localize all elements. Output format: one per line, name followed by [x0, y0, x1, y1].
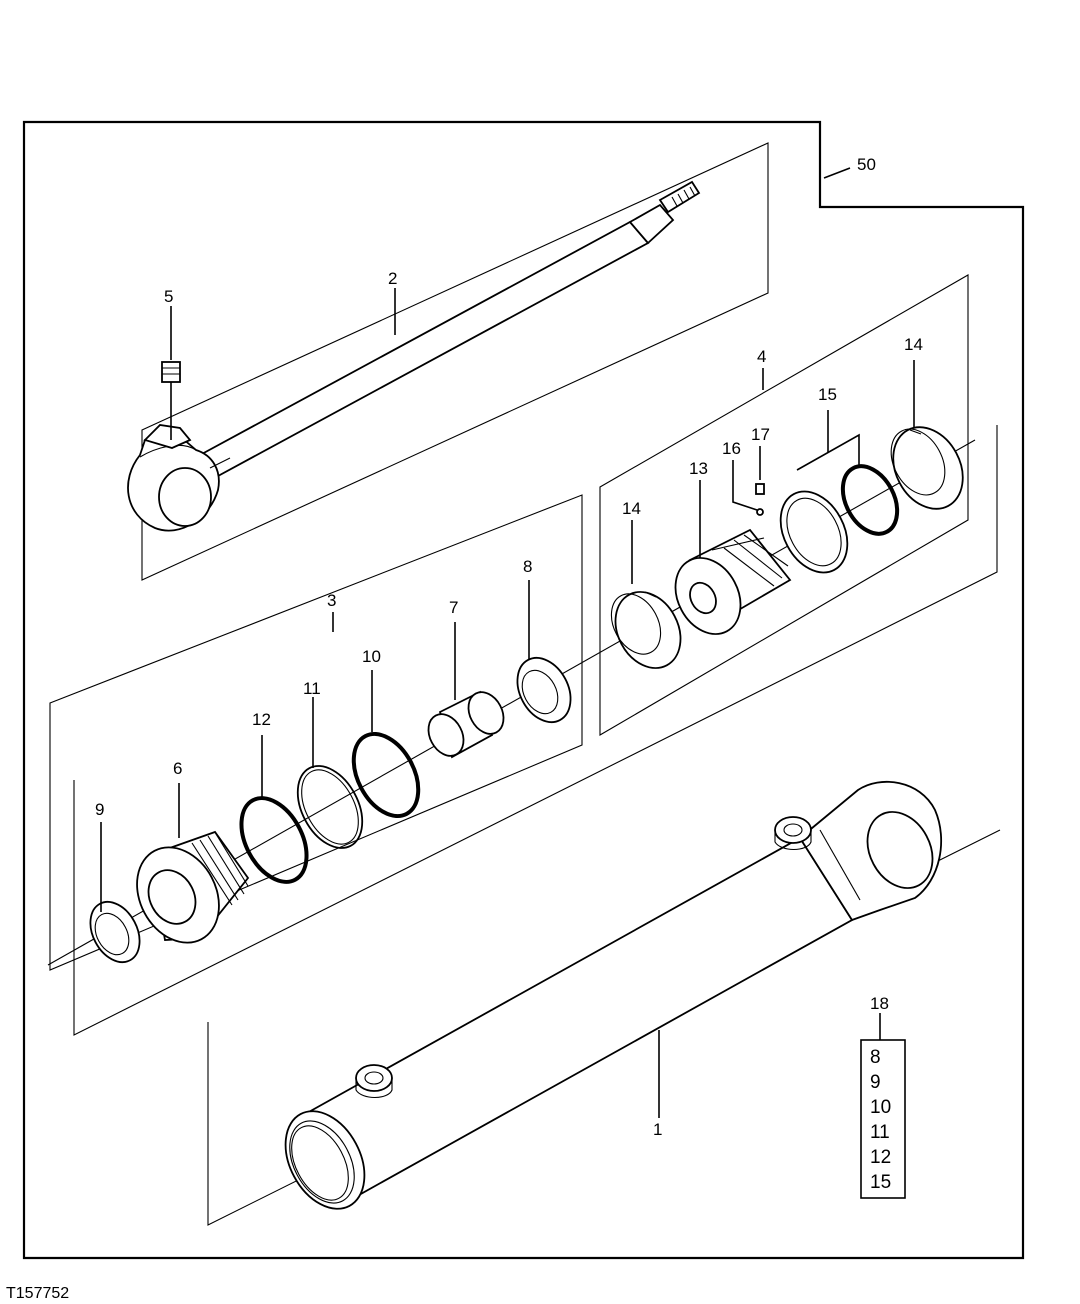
seal-kit-item: 9	[870, 1072, 881, 1093]
callout-50-leader	[823, 167, 851, 179]
grease-fitting	[161, 306, 181, 440]
rod-seal-group-frame	[49, 494, 583, 971]
callout-14b: 14	[904, 335, 923, 354]
piston-seal-o-ring	[840, 464, 900, 536]
lower-frame-a	[73, 425, 998, 1036]
piston	[674, 528, 792, 635]
callout-15: 15	[818, 385, 837, 404]
seal-kit-box	[860, 1039, 906, 1199]
callout-12: 12	[252, 710, 271, 729]
piston-seal-ring-back	[779, 490, 849, 574]
seal-kit-item: 10	[870, 1097, 891, 1118]
figure-id: T157752	[6, 1285, 69, 1302]
piston-wear-ring-left	[610, 591, 682, 669]
callout-13: 13	[689, 459, 708, 478]
rod-wiper-seal	[516, 657, 572, 723]
callout-9: 9	[95, 800, 104, 819]
piston-wear-ring-right	[890, 426, 964, 510]
callout-4: 4	[757, 347, 766, 366]
dust-wiper	[89, 901, 141, 963]
callout-17: 17	[751, 425, 770, 444]
callout-5: 5	[164, 287, 173, 306]
set-screw	[755, 483, 765, 516]
piston-rod	[127, 142, 769, 581]
callout-7: 7	[449, 598, 458, 617]
callout-2: 2	[388, 269, 397, 288]
backup-ring-11	[296, 765, 364, 849]
seal-kit-item: 12	[870, 1147, 891, 1168]
cylinder-barrel	[284, 780, 942, 1210]
callout-3: 3	[327, 591, 336, 610]
callout-18: 18	[870, 994, 889, 1013]
assembly-frame	[22, 120, 1025, 1260]
callout-10: 10	[362, 647, 381, 666]
callout-14a: 14	[622, 499, 641, 518]
callout-50: 50	[857, 155, 876, 174]
rod-guide	[136, 830, 250, 944]
callout-15-leader	[796, 433, 860, 471]
seal-kit-item: 8	[870, 1047, 881, 1068]
callout-1: 1	[653, 1120, 662, 1139]
callout-16-leader	[732, 460, 758, 511]
o-ring-12	[239, 796, 309, 884]
callout-16: 16	[722, 439, 741, 458]
callout-6: 6	[173, 759, 182, 778]
callout-8: 8	[523, 557, 532, 576]
callout-11: 11	[303, 679, 321, 698]
o-ring-10	[351, 731, 421, 819]
seal-kit-item: 11	[870, 1122, 890, 1143]
bushing	[427, 690, 505, 759]
seal-kit-item: 15	[870, 1172, 891, 1193]
